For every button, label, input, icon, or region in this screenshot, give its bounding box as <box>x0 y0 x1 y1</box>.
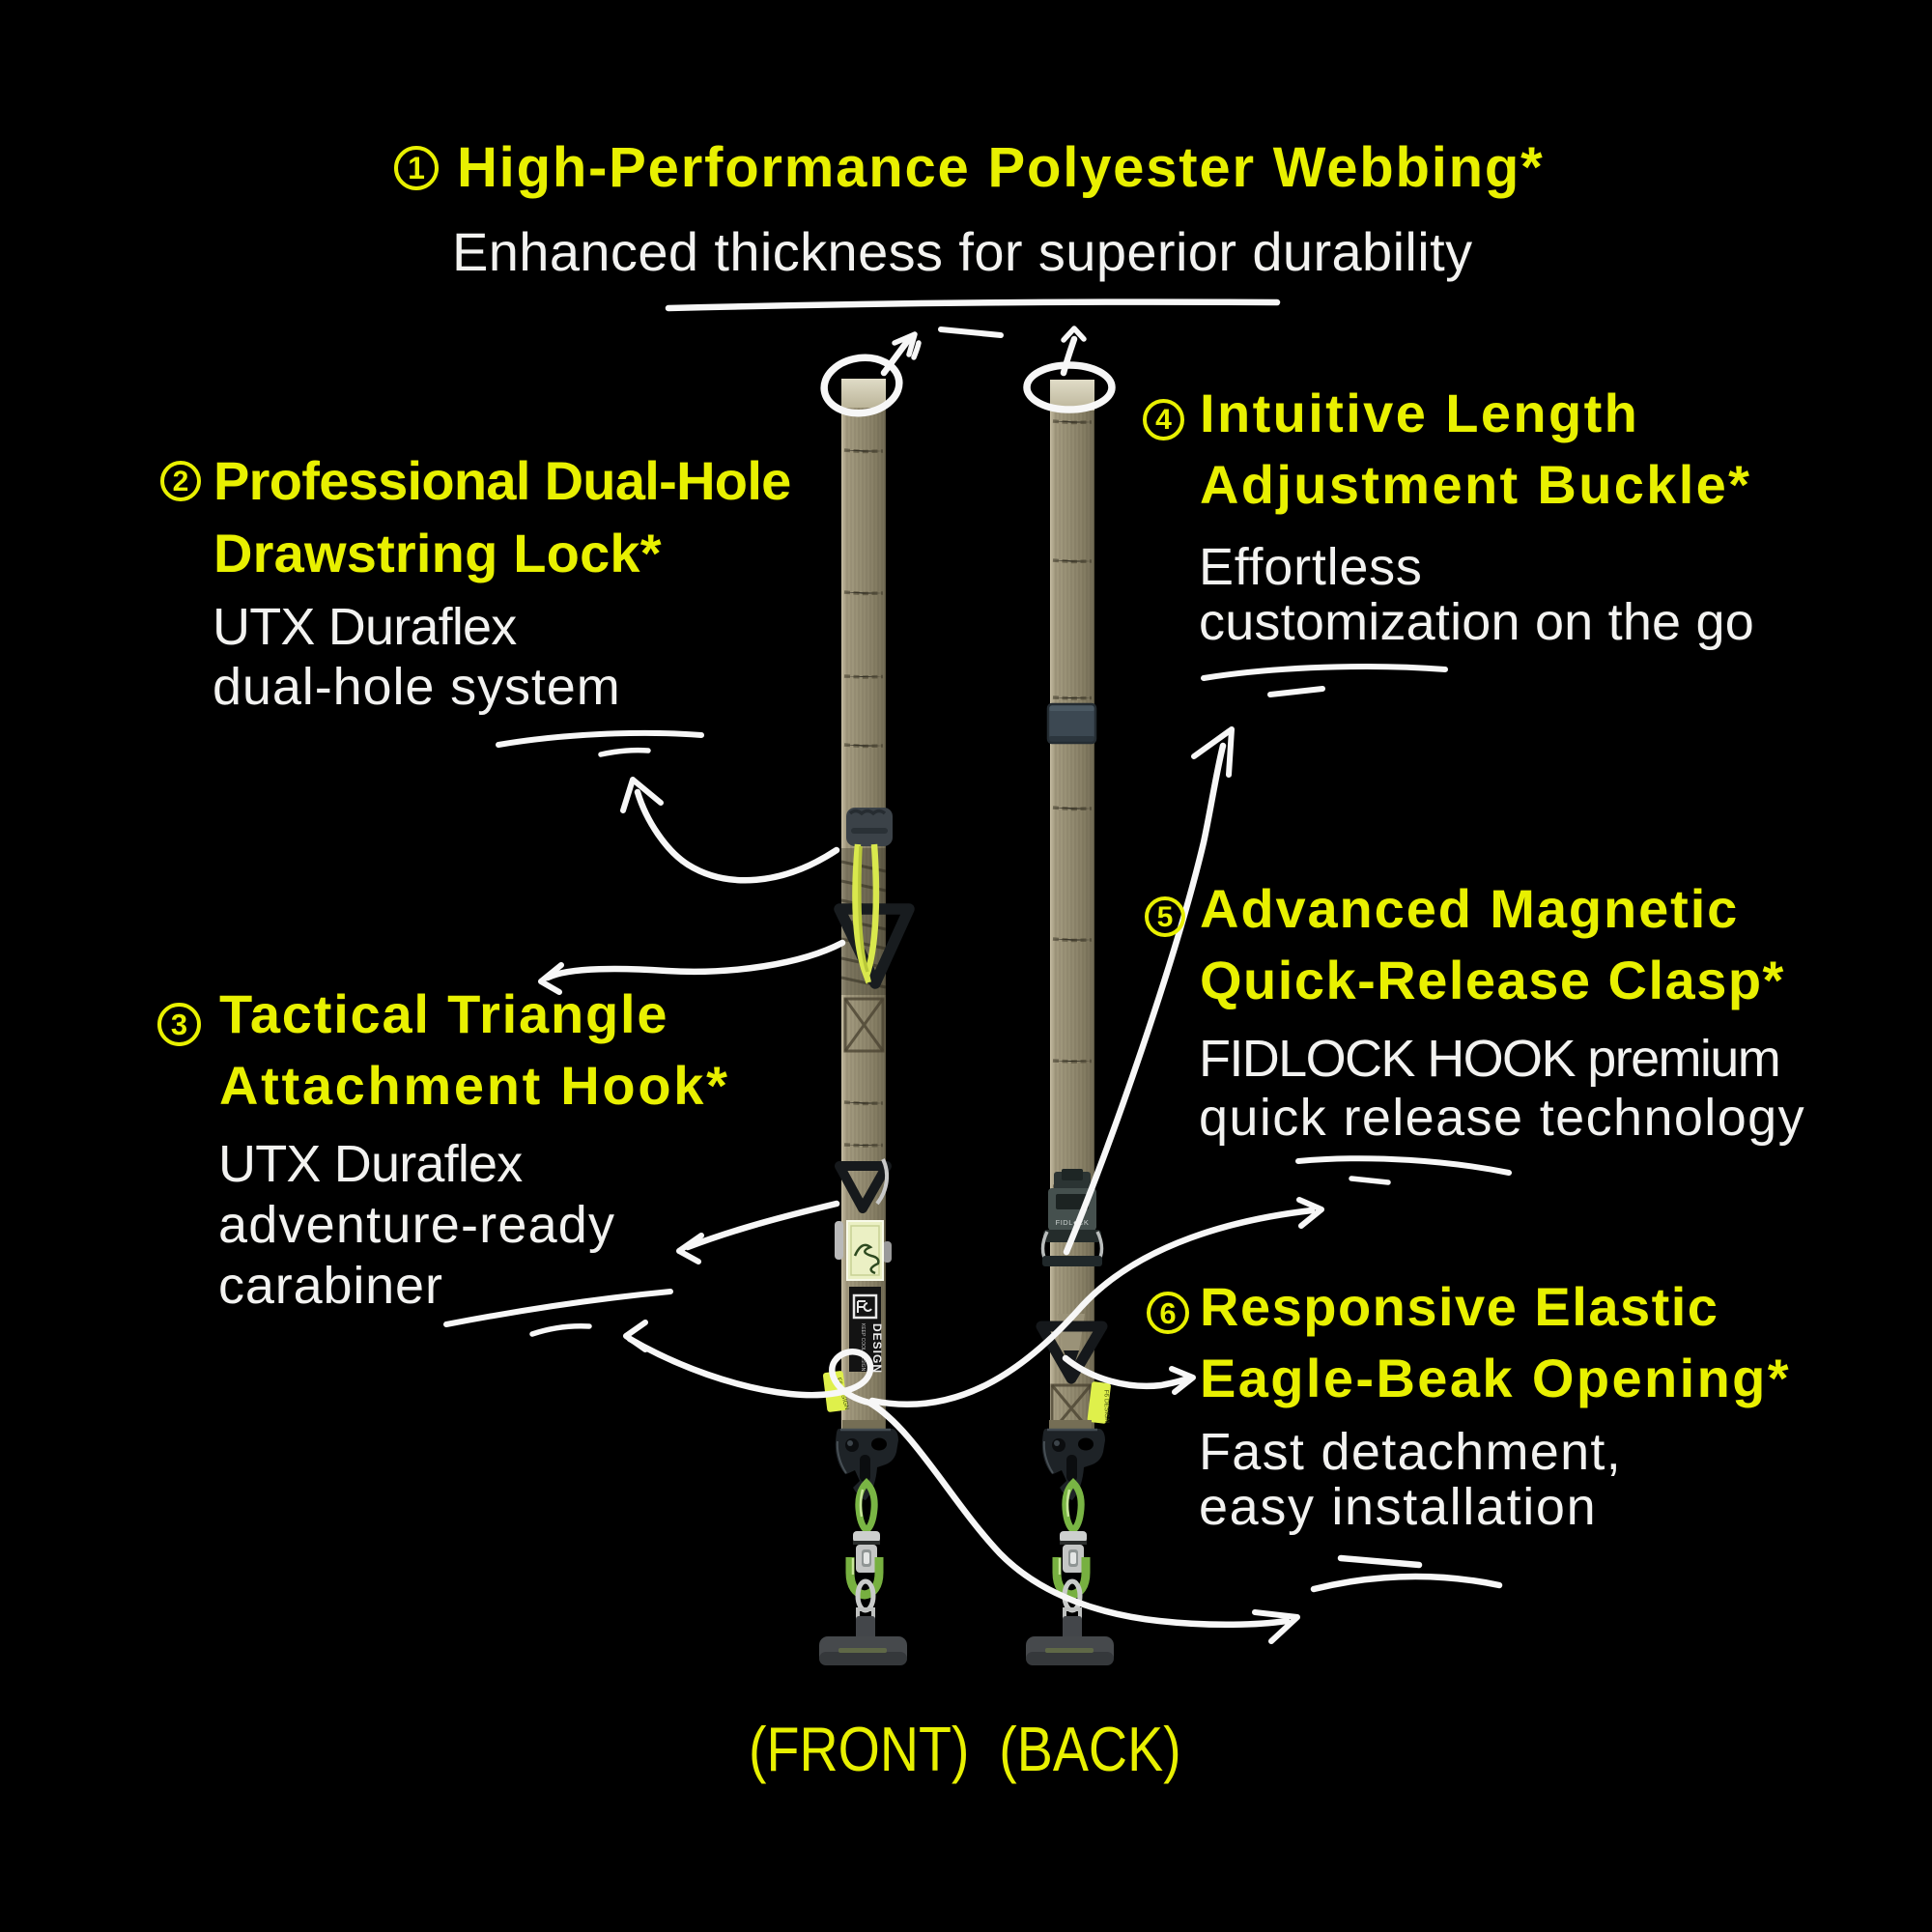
svg-text:FIDL●CK: FIDL●CK <box>1056 1218 1090 1227</box>
svg-text:DESIGN: DESIGN <box>870 1323 884 1374</box>
svg-text:KEEP COOL DESIGN: KEEP COOL DESIGN <box>860 1323 866 1372</box>
svg-text:F6 DESIGN: F6 DESIGN <box>1102 1389 1110 1423</box>
